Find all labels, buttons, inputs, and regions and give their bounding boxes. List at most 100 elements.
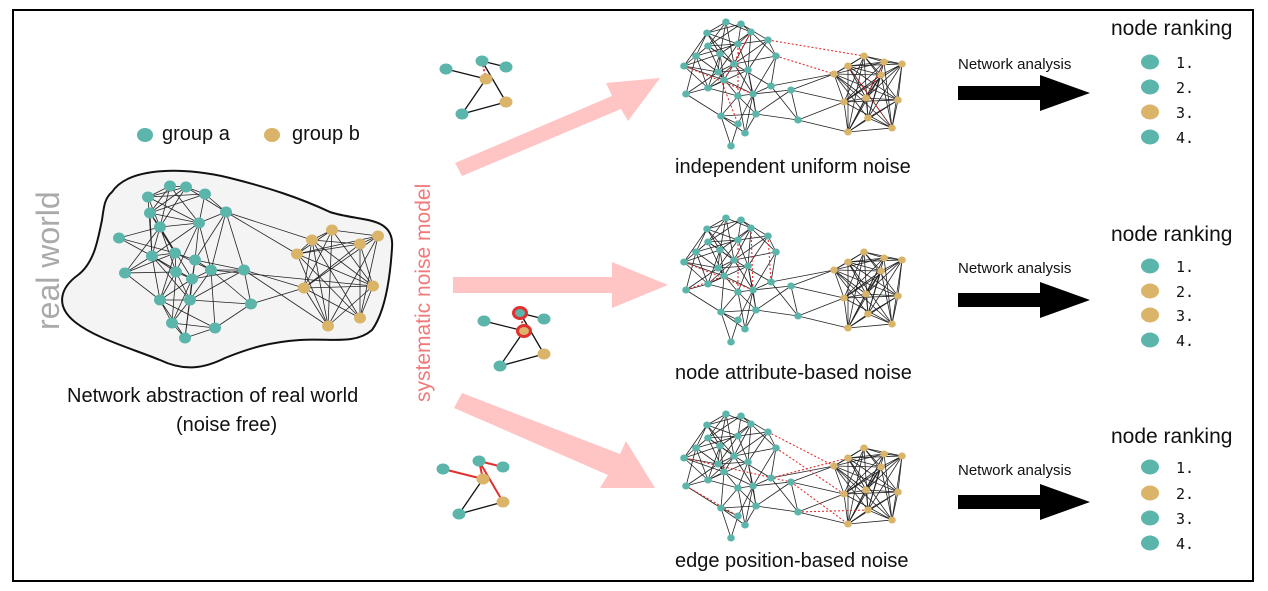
panel-edge bbox=[725, 413, 752, 425]
panel-edge bbox=[833, 465, 882, 468]
panel-edge bbox=[725, 413, 735, 457]
node-group-a bbox=[734, 40, 742, 48]
network-edge bbox=[124, 272, 161, 301]
pink-arrow-bottom bbox=[454, 393, 655, 488]
panel-3-rank-1: 1. bbox=[1176, 459, 1195, 477]
panel-2-analysis-label: Network analysis bbox=[958, 260, 1072, 277]
panel-edge bbox=[737, 291, 757, 311]
panel-edge bbox=[737, 43, 749, 71]
node-group-a bbox=[794, 116, 802, 124]
panel-edge bbox=[733, 431, 769, 457]
panel-edge bbox=[706, 424, 735, 457]
panel-edge bbox=[752, 55, 777, 95]
panel-edge bbox=[706, 228, 721, 251]
panel-edge bbox=[880, 74, 893, 129]
panel-edge bbox=[720, 309, 757, 313]
panel-edge bbox=[863, 251, 882, 272]
panel-edge bbox=[755, 505, 799, 513]
panel-edge bbox=[695, 435, 739, 449]
panel-2-rank-3: 3. bbox=[1176, 307, 1195, 325]
node-group-a bbox=[199, 188, 211, 200]
panel-edge bbox=[867, 466, 882, 511]
pink-arrow-middle bbox=[453, 262, 668, 308]
node-group-a bbox=[179, 332, 191, 344]
panel-edge bbox=[847, 261, 882, 272]
black-arrow-1 bbox=[958, 75, 1090, 111]
mini-node-group-a bbox=[477, 315, 491, 327]
network-edge bbox=[184, 299, 191, 339]
panel-edge bbox=[752, 251, 777, 291]
panel-3-analysis-label: Network analysis bbox=[958, 462, 1072, 479]
panel-edge bbox=[720, 507, 732, 539]
node-group-a bbox=[704, 84, 712, 92]
node-group-b bbox=[880, 58, 888, 66]
noise-model-label: systematic noise model bbox=[412, 183, 435, 402]
panel-edge bbox=[695, 424, 708, 449]
node-group-b bbox=[880, 450, 888, 458]
legend-dot-group-a bbox=[137, 128, 153, 142]
noisy-edge bbox=[683, 65, 754, 95]
node-group-a bbox=[704, 434, 712, 442]
noisy-edge bbox=[770, 457, 849, 479]
node-group-b bbox=[862, 290, 870, 298]
panel-2-ranking-title: node ranking bbox=[1111, 223, 1233, 246]
network-edge bbox=[159, 299, 216, 329]
node-group-a bbox=[169, 247, 181, 259]
mini-node-group-b bbox=[479, 73, 493, 85]
node-group-b bbox=[888, 124, 896, 132]
panel-1-caption: independent uniform noise bbox=[675, 156, 911, 178]
panel-edge bbox=[707, 413, 727, 439]
noisy-edge bbox=[865, 61, 885, 99]
node-group-a bbox=[730, 256, 738, 264]
panel-edge bbox=[725, 21, 752, 33]
network-edge bbox=[243, 269, 329, 327]
panel-edge bbox=[720, 311, 732, 343]
legend-group-a-label: group a bbox=[162, 123, 230, 145]
node-group-b bbox=[862, 94, 870, 102]
panel-edge bbox=[752, 285, 792, 291]
panel-edge bbox=[797, 493, 845, 513]
panel-edge bbox=[747, 423, 752, 463]
network-edge bbox=[296, 253, 329, 327]
panel-edge bbox=[843, 99, 899, 103]
node-group-b bbox=[894, 292, 902, 300]
panel-edge bbox=[695, 447, 709, 481]
black-arrows bbox=[958, 75, 1090, 520]
ranking-dot-group-b bbox=[1141, 307, 1159, 323]
network-edge bbox=[151, 255, 191, 301]
panel-edge bbox=[797, 297, 845, 317]
ranking-dot-group-a bbox=[1141, 79, 1159, 95]
panel-edge bbox=[707, 23, 742, 47]
node-group-a bbox=[717, 504, 725, 512]
panel-edge bbox=[695, 228, 708, 253]
panel-edge bbox=[744, 505, 757, 526]
panel-edge bbox=[747, 39, 769, 71]
panel-edge bbox=[770, 477, 799, 513]
mini-node-group-a bbox=[493, 360, 507, 372]
panel-edge bbox=[833, 465, 845, 495]
node-group-a bbox=[737, 216, 745, 224]
panel-edge bbox=[737, 39, 769, 45]
node-group-b bbox=[860, 444, 868, 452]
mini-edge bbox=[445, 68, 487, 80]
panel-edge bbox=[833, 269, 845, 299]
node-group-b bbox=[322, 320, 334, 332]
noisy-edge bbox=[723, 31, 752, 81]
node-group-a bbox=[734, 236, 742, 244]
panel-edge bbox=[867, 74, 882, 119]
noisy-edge bbox=[775, 447, 845, 495]
noisy-edge bbox=[442, 468, 484, 480]
panel-2-caption: node attribute-based noise bbox=[675, 362, 912, 384]
node-group-a bbox=[180, 181, 192, 193]
network-edge bbox=[243, 269, 252, 305]
mini-node-group-a bbox=[455, 108, 469, 120]
network-edge bbox=[303, 287, 361, 319]
mini-edge bbox=[499, 353, 545, 367]
panel-edge bbox=[847, 509, 869, 525]
node-group-b bbox=[367, 280, 379, 292]
noisy-edge bbox=[767, 431, 835, 467]
panel-edge bbox=[733, 259, 754, 291]
node-group-b bbox=[880, 254, 888, 262]
panel-edge bbox=[790, 285, 799, 317]
node-group-a bbox=[787, 282, 795, 290]
